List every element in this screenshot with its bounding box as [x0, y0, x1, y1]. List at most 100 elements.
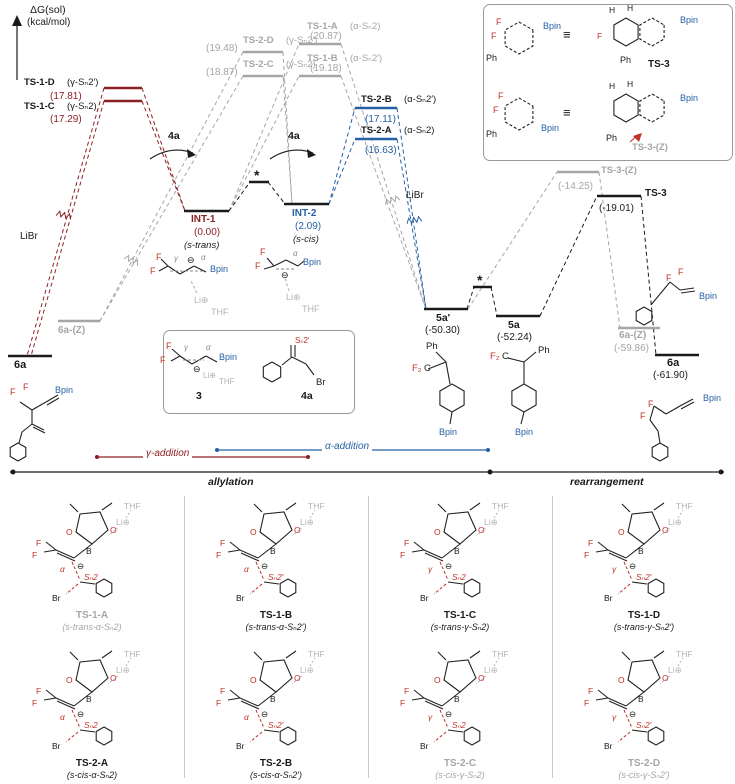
- fluorine-atom: F: [404, 538, 409, 548]
- bond-line: [657, 430, 661, 444]
- reaction-path: [396, 107, 427, 310]
- bond-line: [18, 431, 23, 444]
- diagram-label: Ph: [486, 129, 498, 139]
- grid-divider: [368, 496, 369, 778]
- reaction-path: [228, 75, 300, 212]
- lithium-cation: Li⊕: [484, 517, 498, 527]
- bond-line: [179, 265, 195, 275]
- bond-line: [31, 401, 47, 411]
- diagram-label: Bpin: [210, 264, 229, 274]
- level-value-ts2a: (16.63): [365, 145, 397, 156]
- diagram-label: α: [206, 343, 211, 352]
- level-value-6a-right: (-61.90): [653, 370, 689, 381]
- bond-line: [650, 293, 661, 306]
- bond-line: [649, 419, 659, 432]
- diagram-label: Bpin: [541, 123, 560, 133]
- ring-structure: [613, 93, 639, 123]
- diagram-label: *: [477, 272, 483, 288]
- arrowhead: [633, 133, 642, 142]
- ts-structure-sketch: O O B F F α ⊖ Sₙ2 Br THF Li⊕: [32, 501, 141, 603]
- ts-structure-panel: O O B F F α ⊖ Sₙ2 Br THF Li⊕ TS-2-A (s-c…: [0, 642, 184, 784]
- diagram-label: (γ-Sₙ2): [286, 59, 316, 70]
- forming-breaking-bonds: [433, 561, 449, 595]
- reaction-path: [466, 286, 475, 310]
- fluorine-atom: F: [588, 686, 593, 696]
- phenyl-ring: [647, 726, 665, 746]
- diagram-label: (s-cis): [293, 234, 319, 245]
- diagram-label: α: [201, 253, 206, 262]
- bond-line: [266, 257, 275, 267]
- reaction-path: [267, 181, 286, 205]
- reagent-4a-label: 4a: [168, 130, 180, 142]
- oxygen-atom: O: [662, 673, 669, 683]
- diagram-label: Bpin: [303, 257, 322, 267]
- reaction-path: [228, 43, 300, 212]
- dissociation-squiggle: [55, 210, 72, 220]
- level-value-int1: (0.00): [194, 227, 221, 238]
- position-label: α: [244, 564, 250, 574]
- level-name-ts2c: TS-2-C: [243, 59, 274, 70]
- ring-structure: [511, 383, 537, 413]
- diagram-label: C: [424, 363, 431, 374]
- bond-line: [680, 290, 696, 294]
- sn-mechanism-label: Sₙ2: [84, 720, 98, 730]
- ts-structure-name: TS-2-D: [627, 758, 661, 769]
- ring-structure: [262, 361, 282, 383]
- position-label: α: [60, 712, 66, 722]
- boronate-ring: [627, 659, 661, 693]
- fluorine-atom: F: [400, 550, 405, 560]
- diagram-label: Ph: [486, 53, 498, 63]
- fluorine-atom: F: [32, 550, 37, 560]
- bond-line: [263, 265, 275, 270]
- position-label: γ: [428, 712, 433, 722]
- ring-structure: [504, 21, 534, 55]
- diagram-label: ⊖: [187, 255, 195, 265]
- ts-structure-sketch: O O B F F γ ⊖ Sₙ2 Br THF Li⊕: [400, 501, 509, 603]
- fluorine-atom: F: [404, 686, 409, 696]
- carbanion-charge: ⊖: [445, 561, 452, 571]
- forming-breaking-bonds: [65, 561, 81, 595]
- diagram-label: (γ-Sₙ2′): [67, 77, 99, 88]
- dissociation-squiggle: [406, 215, 423, 225]
- reaction-path: [598, 171, 621, 329]
- ts-structure-sublabel: (s-trans-α-Sₙ2): [62, 622, 122, 632]
- ring-structure: [639, 93, 665, 123]
- bond-line: [435, 351, 447, 363]
- diagram-label: (α-Sₙ2): [350, 21, 381, 32]
- oxygen-atom: O: [478, 525, 485, 535]
- ts-structure-sketch: O O B F F γ ⊖ Sₙ2′ Br THF Li⊕: [584, 501, 693, 603]
- level-name-int2: INT-2: [292, 208, 317, 219]
- diagram-label: ⊖: [193, 364, 201, 374]
- boron-atom: B: [270, 546, 276, 556]
- bond-line: [653, 405, 667, 415]
- forming-breaking-bonds: [433, 709, 449, 743]
- diagram-label: ⊖: [281, 270, 289, 280]
- diagram-label: Ph: [620, 55, 632, 65]
- diagram-label: Bpin: [219, 352, 238, 362]
- bond-line: [669, 281, 681, 291]
- diagram-label: (α-Sₙ2′): [404, 94, 437, 105]
- level-name-int1: INT-1: [191, 214, 216, 225]
- level-name-6az-right: 6a-(Z): [619, 330, 647, 341]
- oxygen-atom: O: [294, 525, 301, 535]
- diagram-label: F: [260, 247, 266, 257]
- diagram-label: F: [493, 105, 499, 115]
- diagram-label: ≡: [563, 105, 571, 120]
- level-value-ts1a: (20.87): [310, 31, 342, 42]
- oxygen-atom: O: [434, 675, 441, 685]
- ts-structure-sketch: O O B F F γ ⊖ Sₙ2 Br THF Li⊕: [400, 649, 509, 751]
- fluorine-atom: F: [220, 686, 225, 696]
- ts-structure-panel: O O B F F γ ⊖ Sₙ2 Br THF Li⊕ TS-2-C (s-c…: [368, 642, 552, 784]
- level-name-ts3z: TS-3-(Z): [601, 165, 637, 176]
- phenyl-ring: [463, 578, 481, 598]
- diagram-label: Ph: [606, 133, 618, 143]
- diagram-label: F: [156, 252, 162, 262]
- bromine-atom: Br: [604, 741, 613, 751]
- reaction-path: [539, 195, 598, 317]
- phenyl-ring: [647, 578, 665, 598]
- ts-structure-sketch: O O B F F γ ⊖ Sₙ2′ Br THF Li⊕: [584, 649, 693, 751]
- bromine-atom: Br: [420, 741, 429, 751]
- oxygen-atom: O: [618, 527, 625, 537]
- thf-label: THF: [492, 649, 509, 659]
